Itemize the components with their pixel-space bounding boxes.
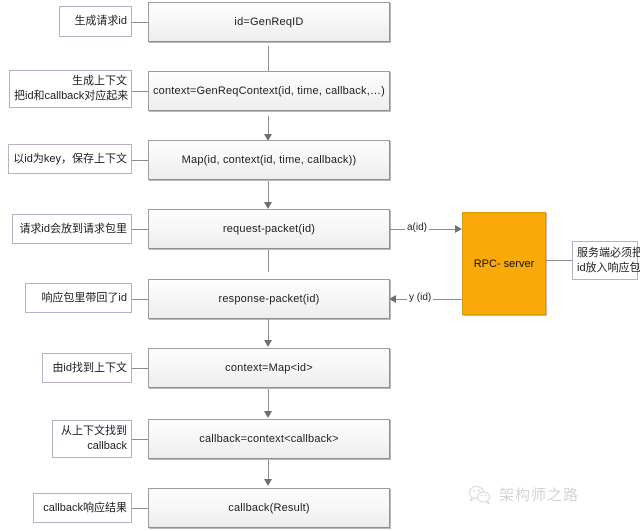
connector-5-6 — [268, 319, 269, 341]
connector-note-4 — [132, 229, 148, 230]
process-label: callback=context<callback> — [199, 433, 339, 445]
process-box-context-from-map[interactable]: context=Map<id> — [148, 348, 390, 388]
connector-note-1 — [132, 22, 148, 23]
wechat-icon — [468, 485, 491, 504]
process-label: context=GenReqContext(id, time, callback… — [152, 85, 386, 97]
note-gen-req-context: 生成上下文 把id和callback对应起来 — [9, 70, 132, 108]
process-label: callback(Result) — [228, 502, 310, 514]
connector-note-6 — [132, 368, 148, 369]
note-line: id放入响应包 — [577, 261, 640, 274]
arrow-5-6-head — [264, 340, 272, 347]
note-callback-result: callback响应结果 — [33, 493, 132, 523]
watermark: 架构师之路 — [468, 484, 579, 505]
note-map-save-context: 以id为key，保存上下文 — [8, 144, 132, 174]
connector-note-7 — [132, 439, 148, 440]
process-label: response-packet(id) — [218, 293, 320, 305]
note-line: 服务端必须把 — [577, 246, 640, 259]
process-label: context=Map<id> — [225, 362, 313, 374]
connector-3-4 — [268, 181, 269, 203]
process-box-gen-req-context[interactable]: context=GenReqContext(id, time, callback… — [148, 71, 390, 111]
connector-2-3 — [268, 116, 269, 136]
note-response-packet: 响应包里带回了id — [25, 283, 132, 313]
process-box-request-packet[interactable]: request-packet(id) — [148, 209, 390, 249]
process-box-callback-from-context[interactable]: callback=context<callback> — [148, 419, 390, 459]
connector-4-5-implicit — [268, 250, 269, 272]
connector-note-5 — [132, 299, 148, 300]
process-label: id=GenReqID — [234, 16, 304, 28]
edge-label-response: y (id) — [407, 292, 434, 303]
connector-note-2 — [132, 91, 148, 92]
server-label: RPC- server — [473, 257, 535, 270]
arrow-request-head — [455, 225, 462, 233]
arrow-6-7-head — [264, 411, 272, 418]
process-box-callback-result[interactable]: callback(Result) — [148, 488, 390, 528]
connector-7-8 — [268, 460, 269, 481]
server-box-rpc-server[interactable]: RPC- server — [462, 212, 546, 315]
note-line: 由id找到上下文 — [52, 361, 127, 374]
arrow-2-3-head — [264, 134, 272, 141]
note-line: callback响应结果 — [43, 501, 127, 514]
process-label: Map(id, context(id, time, callback)) — [181, 154, 357, 166]
note-line: callback — [87, 440, 127, 452]
connector-1-2 — [268, 46, 269, 75]
process-box-gen-req-id[interactable]: id=GenReqID — [148, 2, 390, 42]
note-server-response: 服务端必须把 id放入响应包 — [572, 241, 640, 280]
note-context-from-map: 由id找到上下文 — [42, 353, 132, 383]
note-line: 以id为key，保存上下文 — [13, 152, 127, 165]
connector-6-7 — [268, 389, 269, 412]
watermark-text: 架构师之路 — [499, 487, 580, 504]
process-label: request-packet(id) — [222, 223, 316, 235]
note-line: 响应包里带回了id — [41, 291, 127, 304]
connector-note-8 — [132, 508, 148, 509]
arrow-response-head — [389, 295, 396, 303]
arrow-7-8-head — [264, 479, 272, 486]
connector-note-3 — [132, 160, 148, 161]
note-line: 生成上下文 — [72, 75, 127, 87]
note-line: 从上下文找到 — [61, 425, 127, 437]
process-box-map-save-context[interactable]: Map(id, context(id, time, callback)) — [148, 140, 390, 180]
note-line: 生成请求id — [74, 15, 127, 27]
note-callback-from-context: 从上下文找到 callback — [52, 420, 132, 458]
connector-server-to-note — [546, 260, 572, 261]
note-gen-req-id: 生成请求id — [59, 6, 132, 37]
note-line: 请求id会放到请求包里 — [19, 222, 127, 235]
note-request-packet: 请求id会放到请求包里 — [12, 214, 132, 244]
process-box-response-packet[interactable]: response-packet(id) — [148, 279, 390, 319]
note-line: 把id和callback对应起来 — [14, 90, 129, 102]
arrow-3-4-head — [264, 202, 272, 209]
edge-label-request: a(id) — [405, 222, 430, 233]
